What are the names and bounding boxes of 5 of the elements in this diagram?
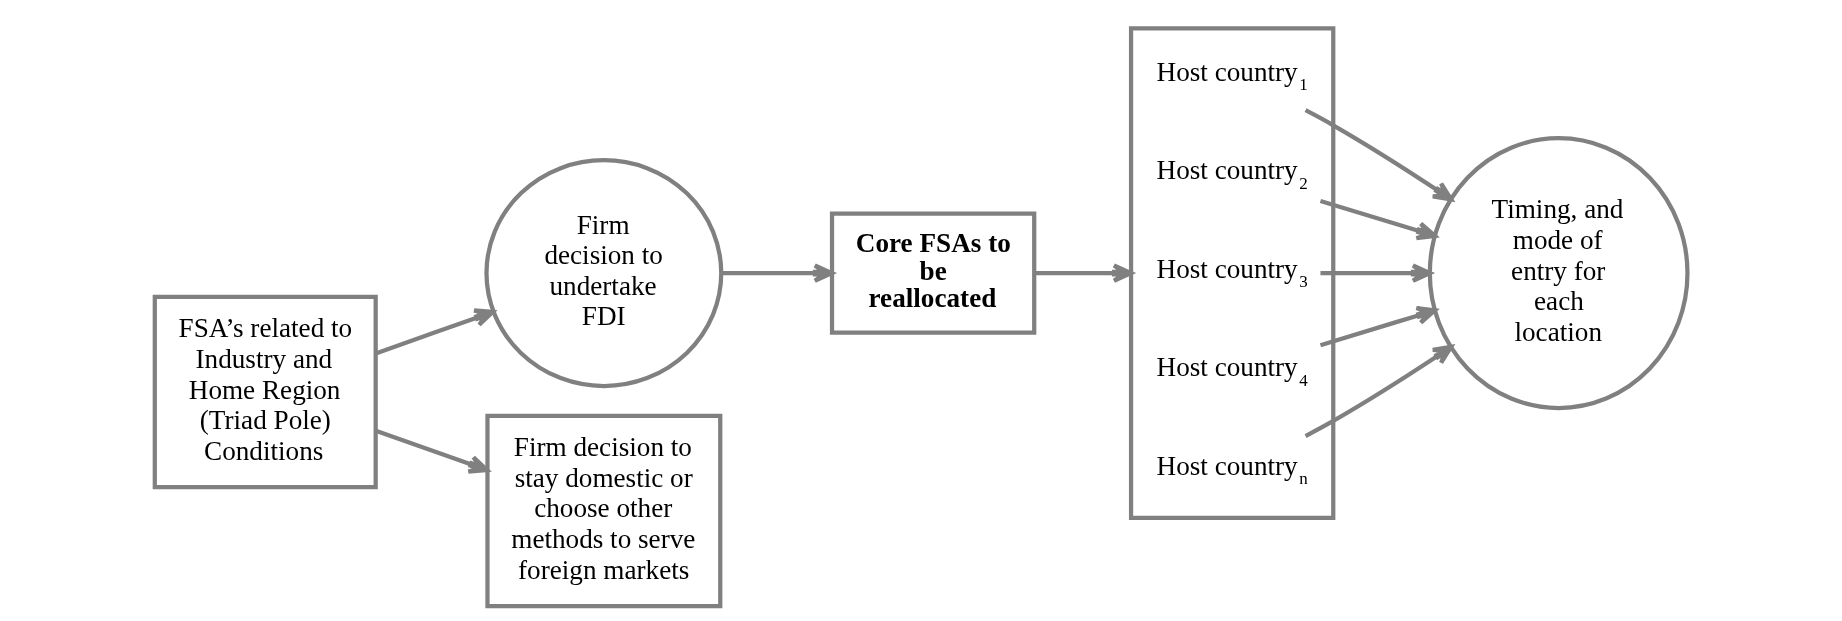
node-text: Host country$_{3}$ [1156, 253, 1308, 292]
node-text: Host country$_{4}$ [1156, 352, 1308, 390]
node-text: Host country$_{n}$ [1156, 450, 1308, 489]
node-text: Host country$_{2}$ [1156, 155, 1308, 193]
node-text: Host country$_{1}$ [1156, 56, 1308, 95]
